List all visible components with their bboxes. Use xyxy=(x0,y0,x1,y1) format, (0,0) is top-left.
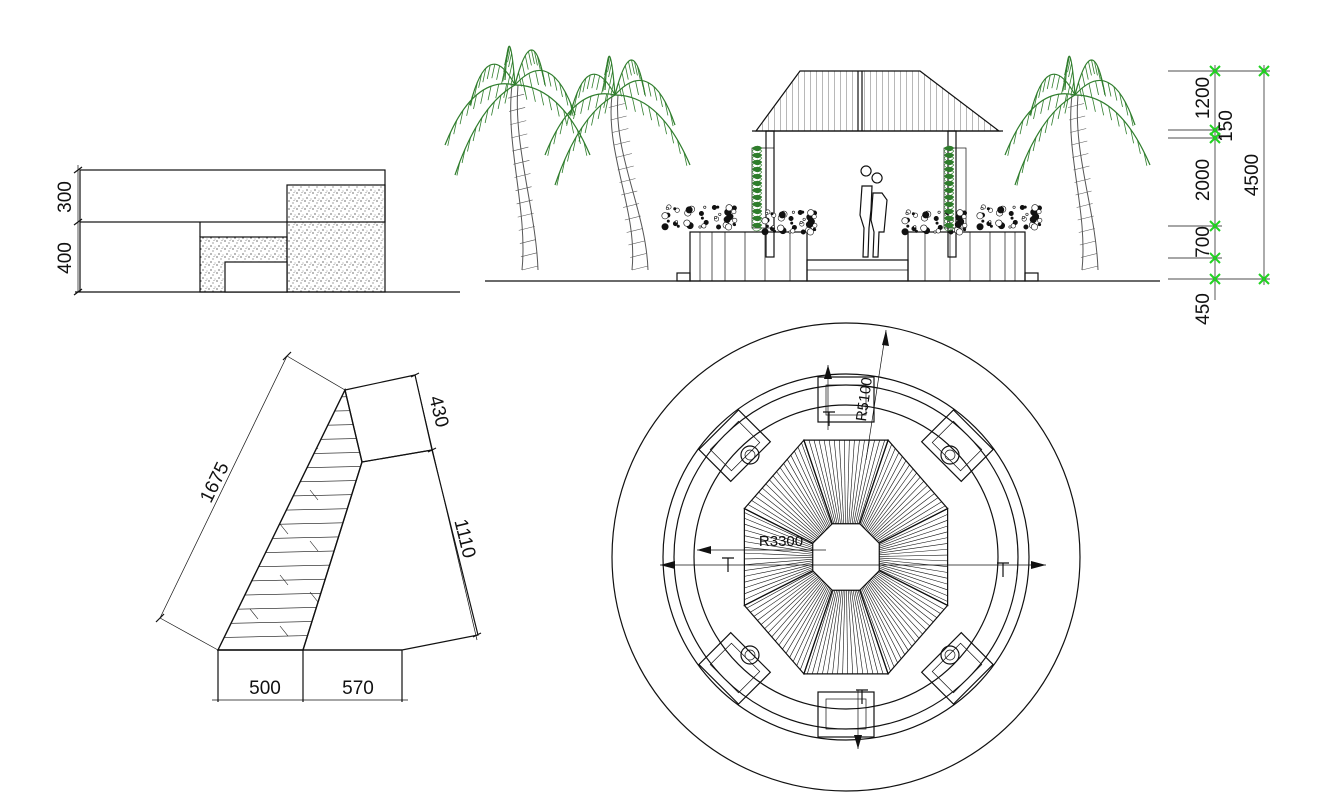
opening xyxy=(224,261,288,293)
octagonal-roof-plan xyxy=(743,438,949,676)
dim-570: 570 xyxy=(342,678,374,699)
side-section: 300 400 xyxy=(55,165,460,296)
palm-trees xyxy=(444,45,1151,271)
concrete-block-right xyxy=(286,184,386,293)
planter-left xyxy=(689,231,808,282)
hatched-wedge xyxy=(216,387,363,651)
dim-4500: 4500 xyxy=(1242,154,1263,196)
palm-tree xyxy=(1004,55,1151,271)
planter-right xyxy=(907,231,1026,282)
dim-1110: 1110 xyxy=(449,517,479,560)
dim-2000: 2000 xyxy=(1193,159,1214,201)
gazebo-steps xyxy=(806,259,909,282)
gazebo-roof xyxy=(754,70,1001,132)
gazebo-elevation: 1200 150 2000 700 450 4500 xyxy=(444,45,1270,325)
bench-blocks xyxy=(698,376,994,738)
dim-r5100: R5100 xyxy=(853,376,876,422)
dim-300: 300 xyxy=(55,181,76,213)
dimension-markers xyxy=(1209,65,1270,285)
dim-1200: 1200 xyxy=(1193,77,1214,119)
dim-700: 700 xyxy=(1193,226,1214,258)
human-figures xyxy=(859,165,888,258)
dim-430: 430 xyxy=(424,394,452,430)
dim-150: 150 xyxy=(1216,110,1237,142)
dim-400: 400 xyxy=(55,242,76,274)
palm-tree xyxy=(444,45,591,271)
dim-500: 500 xyxy=(249,678,281,699)
dim-1675: 1675 xyxy=(196,459,233,506)
plan-outer-circle xyxy=(611,322,1081,792)
column-left xyxy=(765,130,775,258)
section-markers xyxy=(722,411,1009,704)
gazebo-posts xyxy=(740,445,960,665)
dim-450: 450 xyxy=(1193,293,1214,325)
triangle-detail: 1675 430 1110 500 570 xyxy=(155,351,482,702)
right-block xyxy=(302,449,479,651)
elevation-dimensions: 1200 150 2000 700 450 4500 xyxy=(1168,65,1270,325)
palm-tree xyxy=(544,55,691,271)
column-right xyxy=(947,130,957,258)
shrubs xyxy=(661,145,1043,236)
gazebo-plan: R5100 R3300 xyxy=(611,322,1081,792)
dim-r3300: R3300 xyxy=(759,533,803,550)
